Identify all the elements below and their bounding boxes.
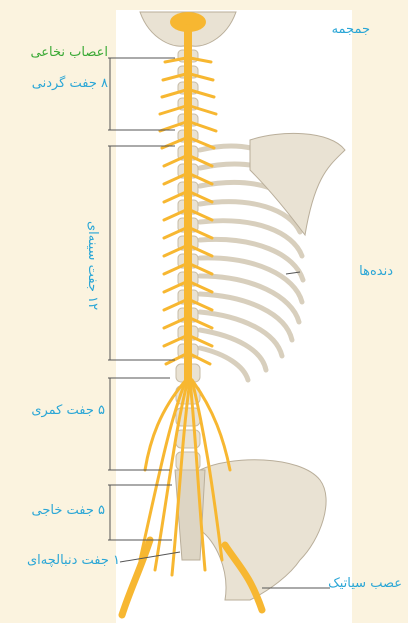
label-spinal-nerves: اعصاب نخاعی [30,45,108,61]
label-coccygeal: ۱ جفت دنبالچه‌ای [27,553,120,569]
label-cervical: ۸ جفت گردنی [32,76,108,92]
label-skull: جمجمه [332,22,370,38]
label-lumbar: ۵ جفت کمری [31,403,105,419]
label-sacral: ۵ جفت خاجی [32,503,106,519]
label-sciatic: عصب سیاتیک [328,576,402,592]
label-thoracic: ۱۲ جفت سینه‌ای [85,221,100,310]
label-ribs: دنده‌ها [359,264,393,280]
